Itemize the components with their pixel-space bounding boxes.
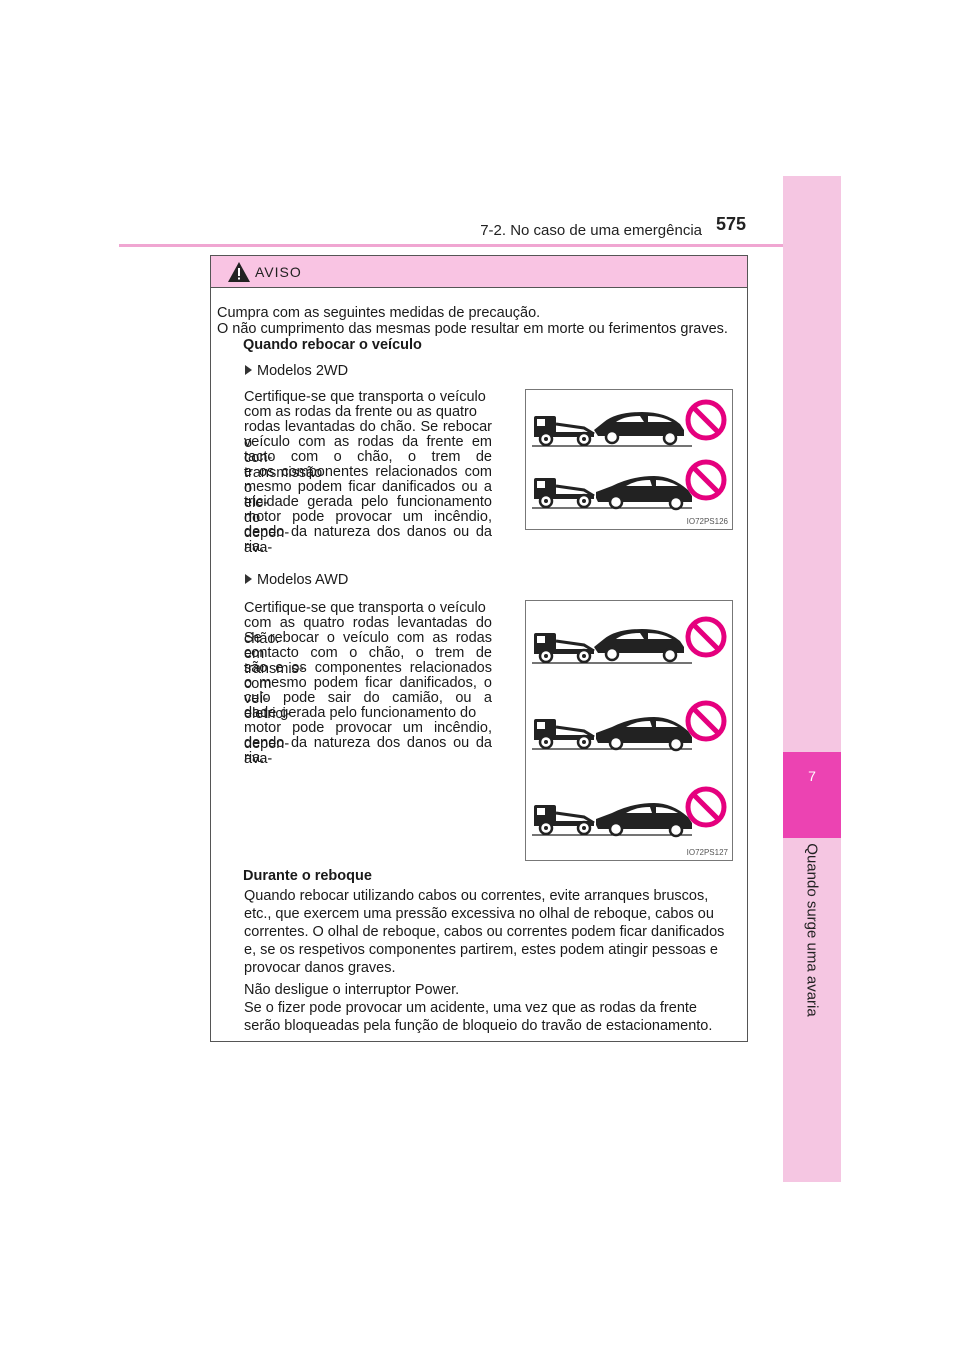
text-line: dade gerada pelo funcionamento do	[244, 705, 477, 721]
text-line: ria.	[244, 750, 265, 766]
text-line: dendo da natureza dos danos ou da ava-	[244, 524, 492, 556]
illustration-tow	[532, 697, 728, 757]
text-line: Certifique-se que transporta o veículo	[244, 600, 486, 616]
figure-code: IO72PS126	[686, 517, 728, 526]
chapter-tab-marker	[783, 752, 841, 838]
figure-2wd-towing: IO72PS126	[525, 389, 733, 530]
text-line: Se rebocar o veículo com as rodas em	[244, 630, 492, 662]
during-towing-heading: Durante o reboque	[243, 868, 372, 884]
towing-heading: Quando rebocar o veículo	[243, 337, 422, 353]
arrow-right-icon	[245, 574, 252, 584]
text-line: e, se os respetivos componentes partirem…	[244, 942, 718, 958]
text-line: tacto com o chão, o trem de transmissão	[244, 449, 492, 481]
text-line: serão bloqueadas pela função de bloqueio…	[244, 1018, 713, 1034]
warning-box: AVISO Cumpra com as seguintes medidas de…	[210, 255, 748, 1042]
text-line: culo pode sair do camião, ou a eletrici-	[244, 690, 492, 722]
figure-awd-towing: IO72PS127	[525, 600, 733, 861]
text-line: o mesmo podem ficar danificados, o veí-	[244, 675, 492, 707]
models-2wd-label: Modelos 2WD	[245, 363, 348, 379]
illustration-tow	[532, 456, 728, 516]
text-line: dendo da natureza dos danos ou da ava-	[244, 735, 492, 767]
text-line: com as rodas da frente ou as quatro	[244, 404, 477, 420]
text-line: motor pode provocar um incêndio, depen-	[244, 509, 492, 541]
text-line: provocar danos graves.	[244, 960, 396, 976]
text-line: motor pode provocar um incêndio, depen-	[244, 720, 492, 752]
warning-header: AVISO	[211, 256, 747, 288]
models-awd-label: Modelos AWD	[245, 572, 348, 588]
text-line: e os componentes relacionados com o	[244, 464, 492, 496]
chapter-title: Quando surge uma avaria	[803, 843, 821, 1017]
header-divider	[119, 244, 783, 247]
text-line: Certifique-se que transporta o veículo	[244, 389, 486, 405]
chapter-number: 7	[808, 768, 816, 784]
warning-triangle-icon	[228, 262, 250, 282]
figure-code: IO72PS127	[686, 848, 728, 857]
text-line: correntes. O olhal de reboque, cabos ou …	[244, 924, 725, 940]
arrow-right-icon	[245, 365, 252, 375]
text-line: tricidade gerada pelo funcionamento do	[244, 494, 492, 526]
text-line: Não desligue o interruptor Power.	[244, 982, 460, 998]
warning-intro-2: O não cumprimento das mesmas pode result…	[217, 321, 728, 337]
text-line: contacto com o chão, o trem de transmis-	[244, 645, 492, 677]
warning-title: AVISO	[255, 264, 302, 280]
text-line: etc., que exercem uma pressão excessiva …	[244, 906, 714, 922]
section-title: 7-2. No caso de uma emergência	[480, 222, 702, 239]
warning-intro-1: Cumpra com as seguintes medidas de preca…	[217, 305, 541, 321]
text-line: veículo com as rodas da frente em con-	[244, 434, 492, 466]
text-line: Se o fizer pode provocar um acidente, um…	[244, 1000, 697, 1016]
text-line: mesmo podem ficar danificados ou a ele-	[244, 479, 492, 511]
illustration-tow	[532, 783, 728, 843]
text-line: rodas levantadas do chão. Se rebocar o	[244, 419, 492, 451]
illustration-tow	[532, 611, 728, 671]
page-number: 575	[716, 214, 747, 234]
text-line: são e os componentes relacionados com	[244, 660, 492, 692]
chapter-side-tab	[783, 176, 841, 1182]
text-line: ria.	[244, 539, 265, 555]
text-line: Quando rebocar utilizando cabos ou corre…	[244, 888, 709, 904]
text-line: com as quatro rodas levantadas do chão.	[244, 615, 492, 647]
illustration-tow	[532, 394, 728, 454]
